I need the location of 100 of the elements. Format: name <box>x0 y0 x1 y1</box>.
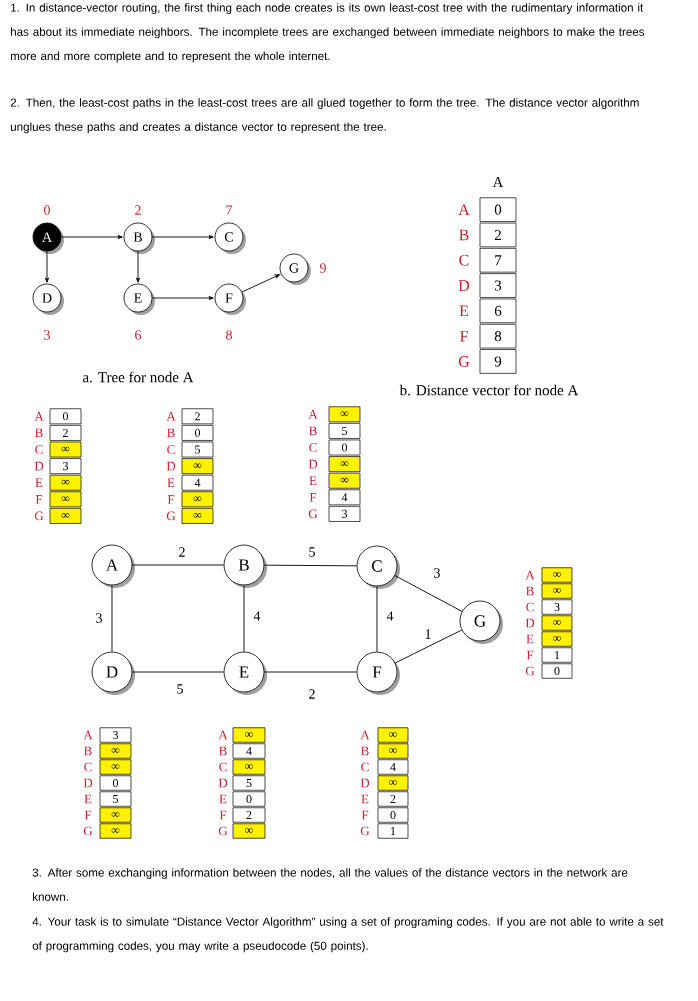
connector <box>60 235 123 239</box>
circle-node: G <box>279 253 311 285</box>
edge-label: 4 <box>385 610 395 622</box>
connector <box>136 250 140 283</box>
edge-label: 2 <box>307 688 317 700</box>
table-cell: 0 <box>181 425 214 441</box>
table-cell: ∞ <box>49 491 82 508</box>
row-label: E <box>459 305 469 317</box>
row-label: F <box>84 810 92 820</box>
table-cell: ∞ <box>181 491 214 508</box>
row-label: G <box>308 509 318 519</box>
table-cell: 9 <box>479 349 517 374</box>
paragraph: 4. Your task is to simulate “Distance Vector Algorithm” using a set of programing codes. If you are not able to write a set of programming codes, you may write a pseudocode (50 points). <box>32 917 664 953</box>
table-cell: 3 <box>479 273 517 298</box>
table-cell: ∞ <box>541 615 573 631</box>
connector <box>243 584 245 653</box>
edge-label: 1 <box>423 628 433 640</box>
table-cell: 4 <box>377 759 409 775</box>
row-label: A <box>166 412 176 421</box>
row-label: D <box>34 461 44 471</box>
row-label: E <box>361 794 369 804</box>
row-label: C <box>309 443 317 452</box>
row-label: A <box>308 410 318 419</box>
table-cell: ∞ <box>181 508 214 524</box>
row-label: A <box>360 730 370 740</box>
row-label: G <box>360 826 370 836</box>
row-label: D <box>83 778 93 788</box>
row-label: G <box>34 511 44 521</box>
edge-label: 3 <box>432 567 442 579</box>
table-cell: 4 <box>328 489 361 506</box>
connector <box>151 296 214 300</box>
table-cell: 5 <box>99 791 132 807</box>
table-cell: ∞ <box>49 441 82 458</box>
row-label: E <box>526 634 534 644</box>
connector <box>111 584 113 653</box>
circle-node: E <box>223 651 267 695</box>
row-label: D <box>525 618 535 628</box>
row-label: D <box>360 778 370 788</box>
edge-label: 4 <box>252 610 262 622</box>
column-header: A <box>492 177 504 187</box>
table-cell: ∞ <box>49 474 82 491</box>
table-cell: 2 <box>232 807 266 823</box>
row-label: F <box>35 495 43 504</box>
table-cell: ∞ <box>232 727 266 743</box>
table-cell: ∞ <box>99 807 132 823</box>
circle-node: B <box>223 544 267 588</box>
circle-node: B <box>123 222 155 254</box>
table-cell: ∞ <box>541 631 573 647</box>
caption: a. Tree for node A <box>83 371 194 383</box>
table-cell: 0 <box>232 791 266 807</box>
row-label: D <box>458 280 470 291</box>
table-cell: 5 <box>328 423 361 439</box>
table-cell: 2 <box>181 408 214 425</box>
row-label: A <box>218 730 228 740</box>
circle-node: G <box>459 600 503 644</box>
row-label: A <box>525 570 535 580</box>
row-label: D <box>308 459 318 469</box>
circle-node: F <box>356 651 400 695</box>
connector <box>151 235 214 239</box>
table-cell: 8 <box>479 323 517 349</box>
table-cell: ∞ <box>541 567 573 583</box>
connector <box>376 585 378 653</box>
table-cell: 3 <box>328 506 361 522</box>
row-label: B <box>84 746 92 756</box>
table-cell: ∞ <box>99 823 132 839</box>
row-label: G <box>525 666 535 676</box>
row-label: C <box>84 762 92 772</box>
row-label: C <box>167 445 175 454</box>
row-label: F <box>309 493 317 502</box>
row-label: C <box>526 602 534 612</box>
paragraph: 2. Then, the least-cost paths in the least-cost trees are all glued together to form the tree. The distance vector algorithm unglues these paths and creates a distance vector to represent the tree. <box>10 98 639 134</box>
connector <box>45 250 49 283</box>
cost-number: 8 <box>226 330 232 340</box>
row-label: D <box>218 778 228 788</box>
table-cell: 0 <box>479 197 517 222</box>
edge-label: 5 <box>307 546 317 558</box>
connector <box>131 564 225 566</box>
circle-node: A <box>32 222 64 254</box>
table-cell: ∞ <box>99 759 132 775</box>
row-label: E <box>35 478 43 487</box>
paragraph: 3. After some exchanging information between the nodes, all the values of the distance vectors in the network are known. <box>32 868 628 901</box>
edge-label: 2 <box>177 546 187 558</box>
cost-number: 9 <box>319 263 326 273</box>
row-label: B <box>309 426 317 436</box>
table-cell: 3 <box>49 458 82 474</box>
row-label: F <box>526 650 534 660</box>
connector <box>241 274 281 293</box>
row-label: F <box>167 495 175 504</box>
connector <box>394 629 463 664</box>
table-cell: 2 <box>479 222 517 248</box>
row-label: F <box>361 810 369 820</box>
row-label: A <box>34 412 44 421</box>
table-cell: 0 <box>99 775 132 791</box>
connector <box>394 575 463 612</box>
row-label: C <box>459 254 469 266</box>
table-cell: ∞ <box>541 583 573 599</box>
table-cell: ∞ <box>49 508 82 524</box>
row-label: B <box>526 586 534 596</box>
edge-label: 5 <box>175 683 185 695</box>
circle-node: D <box>91 651 135 695</box>
